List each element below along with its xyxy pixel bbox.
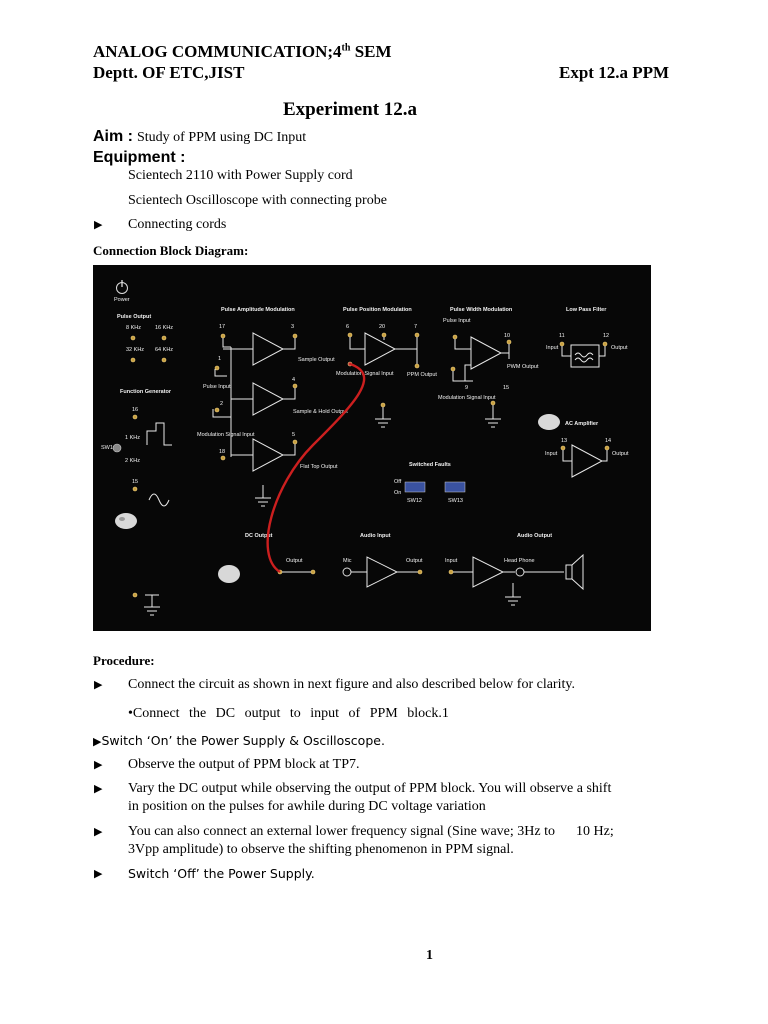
tp-label: 14 — [605, 438, 611, 444]
bullet-icon: ▶ — [94, 679, 103, 691]
equipment-item: Scientech Oscilloscope with connecting p… — [128, 193, 387, 208]
procedure-step: You can also connect an external lower f… — [128, 824, 614, 839]
head-phone-label: Head Phone — [504, 558, 535, 564]
pulse-input-label: Pulse Input — [203, 384, 231, 390]
procedure-step: Switch ‘Off’ the Power Supply. — [128, 866, 315, 881]
audio-input-label: Audio Input — [360, 533, 391, 539]
ac-amplifier-label: AC Amplifier — [565, 421, 599, 427]
sample-hold-label: Sample & Hold Output — [293, 409, 348, 415]
fault-on-label: On — [394, 490, 401, 496]
procedure-step: Observe the output of PPM block at TP7. — [128, 757, 360, 772]
freq-label: 32 KHz — [126, 347, 144, 353]
procedure-step: 3Vpp amplitude) to observe the shifting … — [128, 842, 514, 857]
fg-1khz-label: 1 KHz — [125, 435, 140, 441]
ppm-label: Pulse Position Modulation — [343, 307, 412, 313]
pwm-output-label: PWM Output — [507, 364, 539, 370]
fault-off-label: Off — [394, 479, 402, 485]
tp-label: 1 — [218, 356, 221, 362]
function-generator-label: Function Generator — [120, 389, 172, 395]
lpf-input-label: Input — [546, 345, 559, 351]
bullet-icon: ▶ — [93, 736, 102, 748]
freq-label: 16 KHz — [155, 325, 173, 331]
tp-label: 4 — [292, 377, 295, 383]
procedure-step: Connect the circuit as shown in next fig… — [128, 677, 575, 692]
tp-label: 9 — [465, 385, 468, 391]
ac-output-label: Output — [612, 451, 629, 457]
procedure-step: in position on the pulses for awhile dur… — [128, 799, 486, 814]
switched-faults-label: Switched Faults — [409, 462, 451, 468]
tp-label: 5 — [292, 432, 295, 438]
tp-label: 16 — [132, 407, 138, 413]
power-icon — [116, 280, 128, 294]
tp-label: 17 — [219, 324, 225, 330]
lpf-label: Low Pass Filter — [566, 307, 607, 313]
equipment-item: Scientech 2110 with Power Supply cord — [128, 168, 353, 183]
procedure-step: Switch ‘On’ the Power Supply & Oscillosc… — [101, 733, 385, 748]
bullet-icon: ▶ — [94, 219, 103, 231]
dc-output-tp-label: Output — [286, 558, 303, 564]
bullet-icon: ▶ — [94, 826, 103, 838]
aim-line: Aim : Study of PPM using DC Input — [93, 128, 306, 146]
tp-label: 2 — [220, 401, 223, 407]
aim-text: Study of PPM using DC Input — [137, 130, 307, 145]
tp-label: 15 — [503, 385, 509, 391]
audio-output-tp-label: Output — [406, 558, 423, 564]
pulse-input-label: Pulse Input — [443, 318, 471, 324]
pam-label: Pulse Amplitude Modulation — [221, 307, 295, 313]
bullet-icon: ▶ — [94, 783, 103, 795]
pwm-label: Pulse Width Modulation — [450, 307, 513, 313]
tp-label: 3 — [291, 324, 294, 330]
diagram-heading: Connection Block Diagram: — [93, 243, 249, 258]
fg-2khz-label: 2 KHz — [125, 458, 140, 464]
procedure-step-line: ▶Switch ‘On’ the Power Supply & Oscillos… — [93, 732, 385, 750]
power-label: Power — [114, 297, 130, 303]
tp-label: 12 — [603, 333, 609, 339]
speaker-icon — [565, 553, 584, 591]
experiment-reference: Expt 12.a PPM — [559, 63, 670, 82]
freq-label: 64 KHz — [155, 347, 173, 353]
mod-signal-input-label: Modulation Signal Input — [336, 371, 394, 377]
ppm-output-label: PPM Output — [407, 372, 437, 378]
tp-label: 18 — [219, 449, 225, 455]
mic-label: Mic — [343, 558, 352, 564]
audio-output-label: Audio Output — [517, 533, 552, 539]
tp-label: 7 — [414, 324, 417, 330]
sw1-label: SW1 — [101, 445, 113, 451]
lpf-output-label: Output — [611, 345, 628, 351]
dc-output-label: DC Output — [245, 533, 273, 539]
procedure-label: Procedure: — [93, 653, 155, 668]
pulse-output-label: Pulse Output — [117, 314, 151, 320]
audio-out-input-label: Input — [445, 558, 458, 564]
tp-label: 10 — [504, 333, 510, 339]
equipment-item: Connecting cords — [128, 217, 227, 232]
equipment-label: Equipment : — [93, 149, 186, 166]
sw12-label: SW12 — [407, 498, 422, 504]
tp-label: 6 — [346, 324, 349, 330]
bullet-icon: ▶ — [94, 759, 103, 771]
mod-signal-input-label: Modulation Signal Input — [438, 395, 496, 401]
ac-input-label: Input — [545, 451, 558, 457]
bullet-icon: ▶ — [94, 868, 103, 880]
page-title: Experiment 12.a — [283, 99, 418, 120]
procedure-step: Vary the DC output while observing the o… — [128, 781, 612, 796]
freq-label: 8 KHz — [126, 325, 141, 331]
mod-signal-input-label: Modulation Signal Input — [197, 432, 255, 438]
tp-label: 11 — [559, 333, 565, 339]
sw13-label: SW13 — [448, 498, 463, 504]
patch-cord — [266, 362, 366, 574]
page-number: 1 — [426, 948, 433, 963]
aim-label: Aim : — [93, 128, 133, 145]
tp-label: 13 — [561, 438, 567, 444]
flat-top-output-label: Flat Top Output — [300, 464, 338, 470]
tp-label: 20 — [379, 324, 385, 330]
connection-block-diagram: Power Pulse Output 8 KHz 16 KHz 32 KHz 6… — [93, 265, 651, 631]
department: Deptt. OF ETC,JIST — [93, 63, 245, 82]
sample-output-label: Sample Output — [298, 357, 335, 363]
tp-label: 15 — [132, 479, 138, 485]
course-title: ANALOG COMMUNICATION;4th SEM — [93, 42, 392, 61]
procedure-substep: •Connect the DC output to input of PPM b… — [128, 706, 449, 721]
